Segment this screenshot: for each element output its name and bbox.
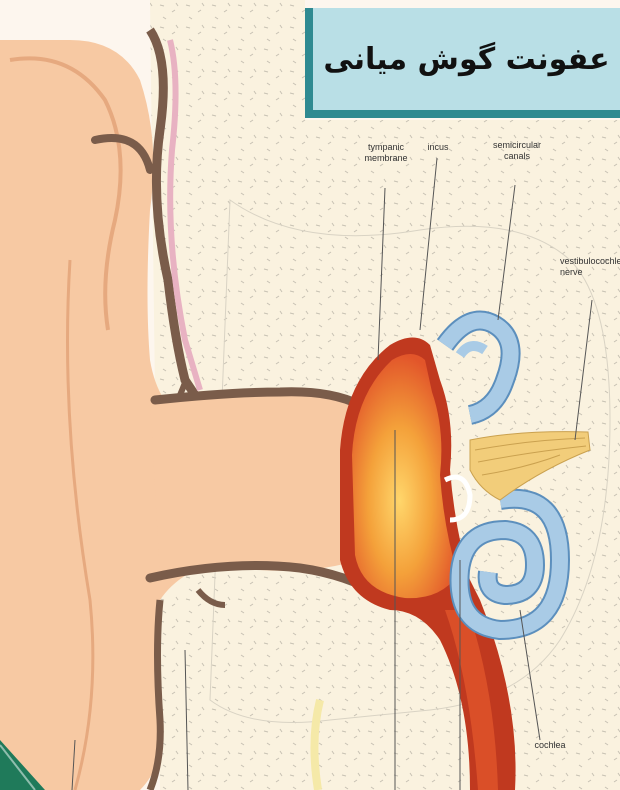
title-banner: عفونت گوش میانی xyxy=(305,8,620,118)
label-vestibulocochlear-nerve: vestibulocochlear nerve xyxy=(560,256,620,278)
label-cochlea: cochlea xyxy=(528,740,572,751)
label-semicircular-canals: semicircular canals xyxy=(485,140,549,162)
label-incus: incus xyxy=(420,142,456,153)
page-title: عفونت گوش میانی xyxy=(323,42,609,77)
label-tympanic-membrane: tympanic membrane xyxy=(358,142,414,164)
